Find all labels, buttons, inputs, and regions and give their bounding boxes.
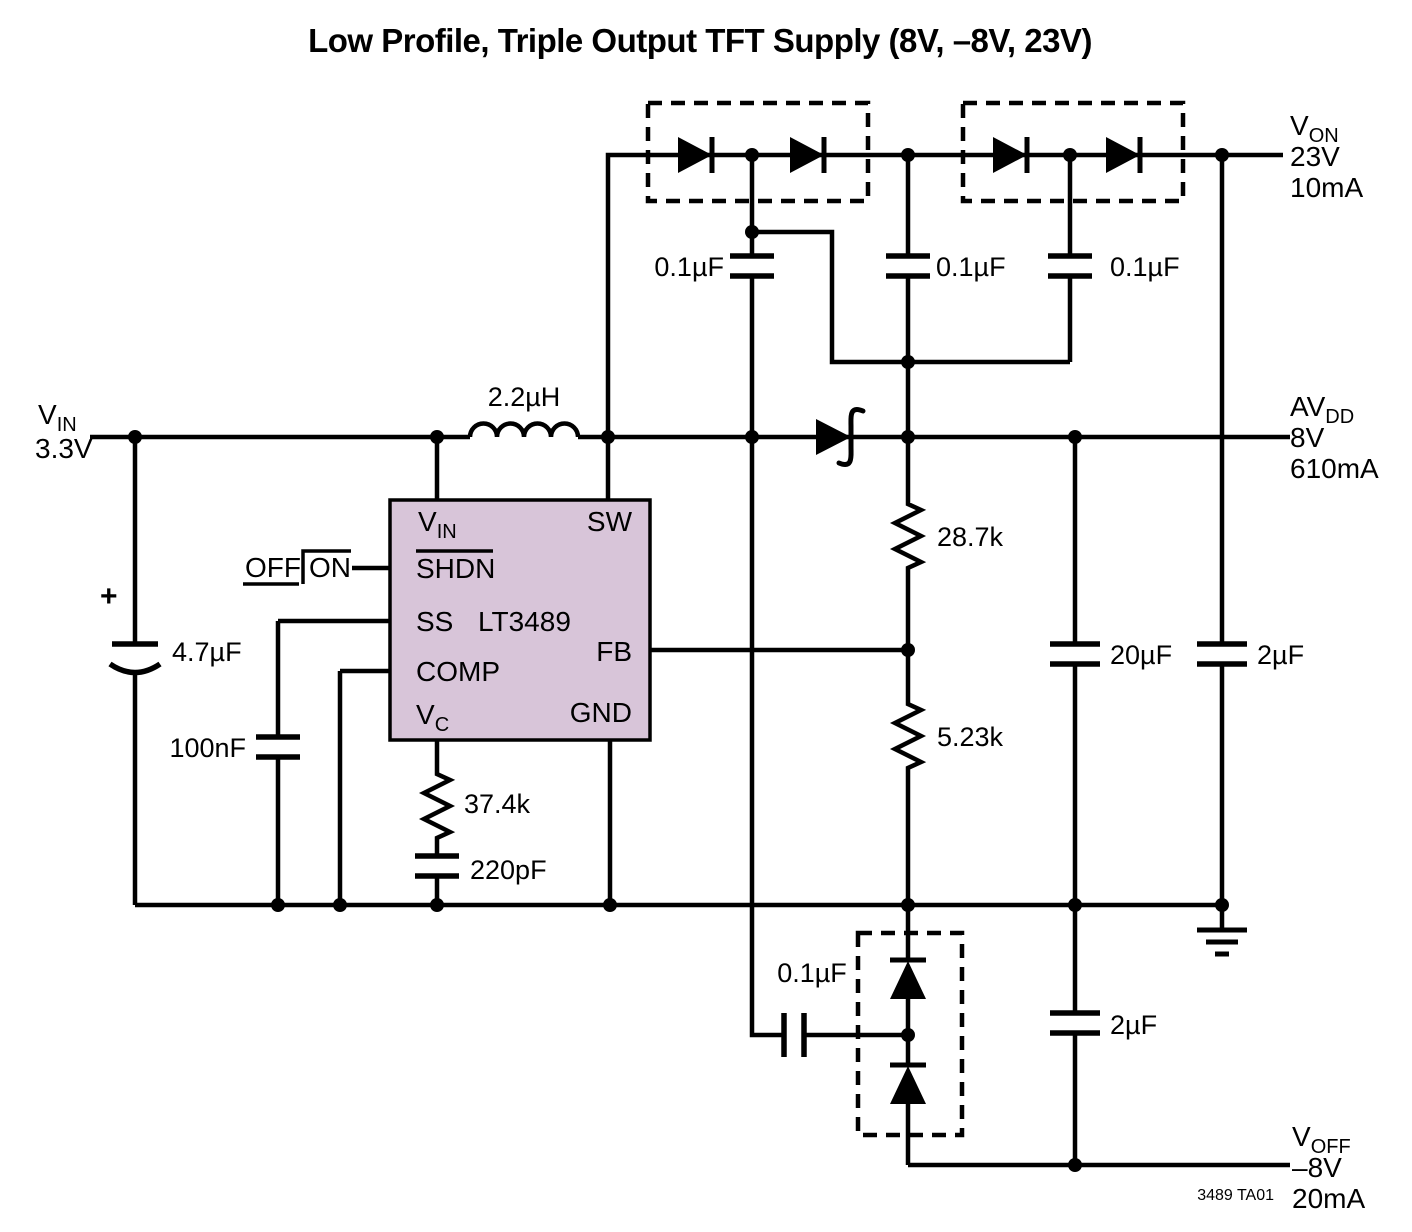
shutdown-on-label: ON xyxy=(309,552,351,583)
charge-pump-positive: 0.1µF 0.1µF 0.1µF xyxy=(645,100,1186,282)
ss-cap xyxy=(256,734,300,760)
avdd-cap-20uf xyxy=(1050,641,1100,667)
schottky-cathode-curl xyxy=(836,407,866,467)
fb-top-resistor xyxy=(889,501,927,571)
charge-pump-negative: 0.1µF xyxy=(777,930,965,1138)
ic-pin-fb: FB xyxy=(596,636,632,667)
pump-cap1-value: 0.1µF xyxy=(654,252,724,282)
ground-bars xyxy=(1197,927,1247,957)
inductor-symbol xyxy=(467,421,581,438)
input-cap-polarity: + xyxy=(100,580,118,613)
figure-note: 3489 TA01 xyxy=(1197,1187,1274,1204)
ic-body xyxy=(388,498,652,742)
avdd-name: AVDD xyxy=(1290,391,1354,428)
voff-cap-value: 2µF xyxy=(1110,1010,1157,1040)
neg-diode-bars xyxy=(890,957,926,1068)
ic-pin-wires xyxy=(434,437,613,905)
resistors: 28.7k 5.23k 37.4k xyxy=(418,501,1004,841)
schematic-title: Low Profile, Triple Output TFT Supply (8… xyxy=(308,22,1092,59)
input-cap-value: 4.7µF xyxy=(172,637,242,667)
pump-diode-bars xyxy=(709,137,1143,173)
ic-pin-ss: SS xyxy=(416,606,453,637)
von-cap xyxy=(1197,641,1247,667)
avdd-diode xyxy=(816,407,866,467)
comp-cap-value: 220pF xyxy=(470,855,547,885)
ic-lt3489: VIN SHDN SS LT3489 COMP VC SW FB GND xyxy=(388,498,652,742)
voff-output-label: VOFF –8V 20mA xyxy=(1292,1121,1365,1214)
von-output-label: VON 23V 10mA xyxy=(1290,110,1363,203)
inductor-value: 2.2µH xyxy=(488,382,561,412)
wires xyxy=(90,152,1290,1168)
ic-pin-vc: VC xyxy=(416,699,449,736)
voff-name: VOFF xyxy=(1292,1121,1351,1158)
shutdown-off-label: OFF xyxy=(245,552,301,583)
capacitors: + 4.7µF 100nF 220pF 20µF 2µF 2µF xyxy=(100,253,1304,1057)
neg-pump-cap-value: 0.1µF xyxy=(777,958,847,988)
input-cap-curved-plate xyxy=(108,661,162,676)
pump-return-wire xyxy=(752,229,1070,365)
comp-net-wire xyxy=(337,668,390,905)
inductor: 2.2µH xyxy=(467,382,581,438)
comp-cap xyxy=(415,853,459,879)
pump-cap1 xyxy=(730,253,774,279)
von-voltage: 23V xyxy=(1290,141,1340,172)
sw-to-charge-pump-wire xyxy=(605,152,1283,437)
von-current: 10mA xyxy=(1290,172,1363,203)
ic-pin-comp: COMP xyxy=(416,656,500,687)
fb-bottom-resistor-value: 5.23k xyxy=(937,722,1004,752)
vin-voltage: 3.3V xyxy=(35,433,93,464)
von-cap-value: 2µF xyxy=(1257,640,1304,670)
ic-pin-shdn: SHDN xyxy=(416,553,495,584)
voff-voltage: –8V xyxy=(1292,1152,1342,1183)
input-label: VIN 3.3V xyxy=(35,399,93,464)
avdd-voltage: 8V xyxy=(1290,422,1325,453)
voff-current: 20mA xyxy=(1292,1183,1365,1214)
comp-resistor-value: 37.4k xyxy=(464,789,531,819)
von-name: VON xyxy=(1290,110,1339,147)
vin-name: VIN xyxy=(38,399,77,436)
pump-cap3 xyxy=(1048,253,1092,279)
junction-dots xyxy=(128,148,1229,1172)
neg-pump-cap xyxy=(781,1013,807,1057)
ic-part-number: LT3489 xyxy=(478,606,571,637)
diode-triangle xyxy=(816,419,851,455)
dual-diode-package-1 xyxy=(645,100,871,204)
dual-diode-package-3 xyxy=(855,930,965,1138)
shutdown-control: OFF ON xyxy=(243,549,351,586)
avdd-output-label: AVDD 8V 610mA xyxy=(1290,391,1379,484)
ic-pin-gnd: GND xyxy=(570,697,632,728)
neg-diode-triangles xyxy=(890,961,926,1104)
dual-diode-package-2 xyxy=(960,100,1186,204)
avdd-current: 610mA xyxy=(1290,453,1379,484)
ground-symbol xyxy=(1197,927,1247,957)
fb-top-resistor-value: 28.7k xyxy=(937,522,1004,552)
avdd-cap-20uf-value: 20µF xyxy=(1110,640,1172,670)
voff-cap xyxy=(1050,1010,1100,1036)
comp-resistor xyxy=(418,771,456,841)
ic-pin-sw: SW xyxy=(587,506,633,537)
pump-diode-triangles xyxy=(678,137,1140,173)
ss-cap-value: 100nF xyxy=(169,733,246,763)
pump-cap3-value: 0.1µF xyxy=(1110,252,1180,282)
pump-cap2 xyxy=(886,253,930,279)
fb-bottom-resistor xyxy=(889,701,927,771)
ic-pin-vin: VIN xyxy=(418,506,457,543)
ss-net-wire xyxy=(275,618,390,905)
off-on-bracket xyxy=(243,549,351,586)
pump-cap2-value: 0.1µF xyxy=(936,252,1006,282)
